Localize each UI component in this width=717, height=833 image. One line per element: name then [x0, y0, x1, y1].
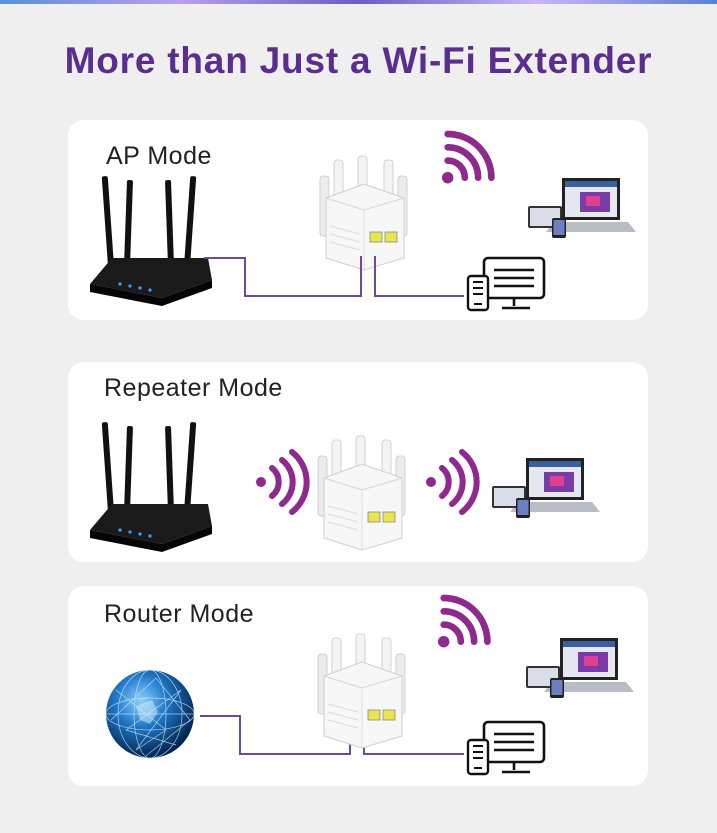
wifi-signal-icon	[438, 598, 487, 647]
router-icon	[90, 176, 212, 306]
laptop-phone-icon	[526, 638, 634, 698]
laptop-phone-icon	[492, 458, 600, 518]
ap-mode-panel: AP Mode	[68, 120, 648, 320]
ap-mode-diagram	[90, 120, 636, 312]
top-decorative-strip	[0, 0, 717, 4]
extender-icon	[319, 155, 408, 271]
repeater-mode-label: Repeater Mode	[104, 374, 283, 402]
wifi-signal-icon	[442, 134, 491, 183]
repeater-mode-panel: Repeater Mode	[68, 362, 648, 562]
desktop-phone-icon	[466, 256, 546, 312]
router-mode-panel: Router Mode	[68, 586, 648, 786]
ethernet-cable	[204, 256, 362, 297]
desktop-phone-icon	[466, 720, 546, 776]
router-mode-diagram	[105, 586, 634, 776]
wifi-signal-icon	[256, 452, 307, 512]
repeater-mode-diagram	[90, 422, 600, 552]
globe-icon	[105, 669, 195, 759]
laptop-phone-icon	[528, 178, 636, 238]
ap-mode-label: AP Mode	[106, 142, 212, 170]
extender-icon	[317, 435, 406, 551]
ethernet-cable	[200, 715, 351, 755]
router-icon	[90, 422, 212, 552]
ethernet-cable	[374, 256, 464, 297]
page-title: More than Just a Wi-Fi Extender	[64, 40, 653, 81]
wifi-signal-icon	[426, 452, 477, 512]
extender-icon	[317, 633, 406, 749]
router-mode-label: Router Mode	[104, 600, 255, 628]
